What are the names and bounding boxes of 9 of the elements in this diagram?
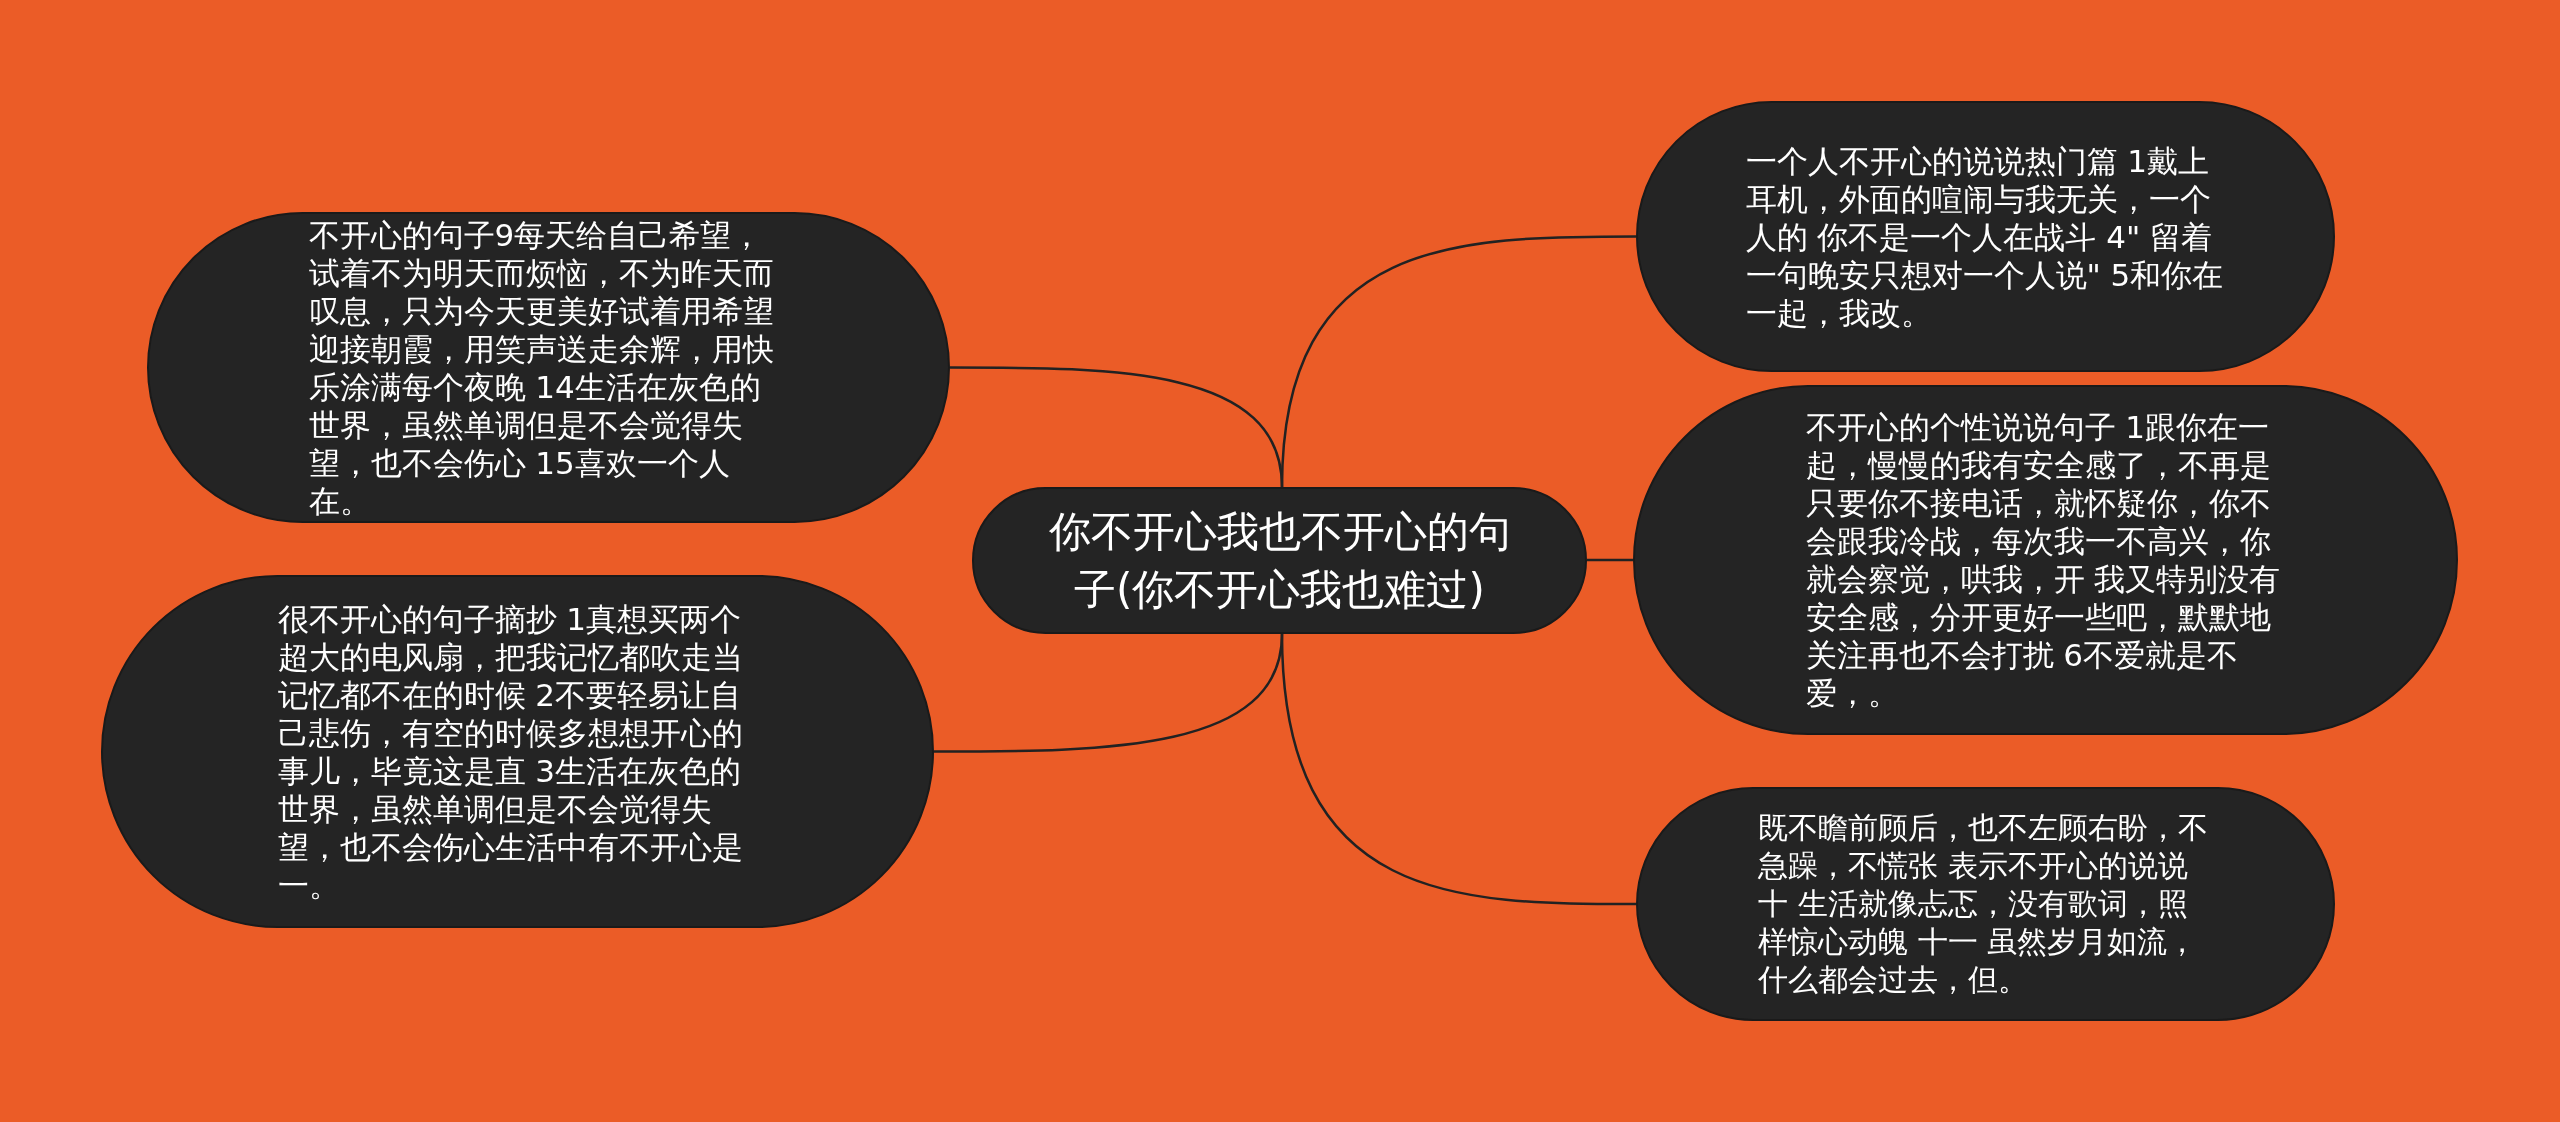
pill-text: 既不瞻前顾后，也不左顾右盼，不急躁，不慌张 表示不开心的说说十 生活就像忐忑，没有歌词，照样惊心动魄 十一 虽然岁月如流，什么都会过去，但。 <box>1758 809 2209 999</box>
pill-text: 不开心的句子9每天给自己希望，试着不为明天而烦恼，不为昨天而叹息，只为今天更美好试着用希望迎接朝霞，用笑声送走余辉，用快乐涂满每个夜晚 14生活在灰色的世界，虽然单调但是不会觉得失望，也不会伤心 15喜欢一个人在。 <box>308 215 775 520</box>
connector-line <box>1280 633 1636 906</box>
connector-line <box>1587 558 1633 562</box>
pill-text: 很不开心的句子摘抄 1真想买两个超大的电风扇，把我记忆都吹走当记忆都不在的时候 2不要轻易让自己悲伤，有空的时候多想想开心的事儿，毕竟这是直 3生活在灰色的世界，虽然单调但是不会觉得失望，也不会伤心生活中有不开心是一。 <box>277 599 744 904</box>
pill-text: 你不开心我也不开心的句子(你不开心我也难过) <box>1047 505 1512 616</box>
pill-text: 不开心的个性说说句子 1跟你在一起，慢慢的我有安全感了，不再是只要你不接电话，就怀疑你，你不会跟我冷战，每次我一不高兴，你就会察觉，哄我，开 我又特别没有安全感，分开更好一些吧，默默地关注再也不会打扰 6不爱就是不爱，。 <box>1805 408 2282 712</box>
pill-text: 一个人不开心的说说热门篇 1戴上耳机，外面的喧闹与我无关，一个人的 你不是一个人在战斗 4" 留着一句晚安只想对一个人说" 5和你在一起，我改。 <box>1745 141 2225 332</box>
connector-line <box>1280 235 1636 488</box>
